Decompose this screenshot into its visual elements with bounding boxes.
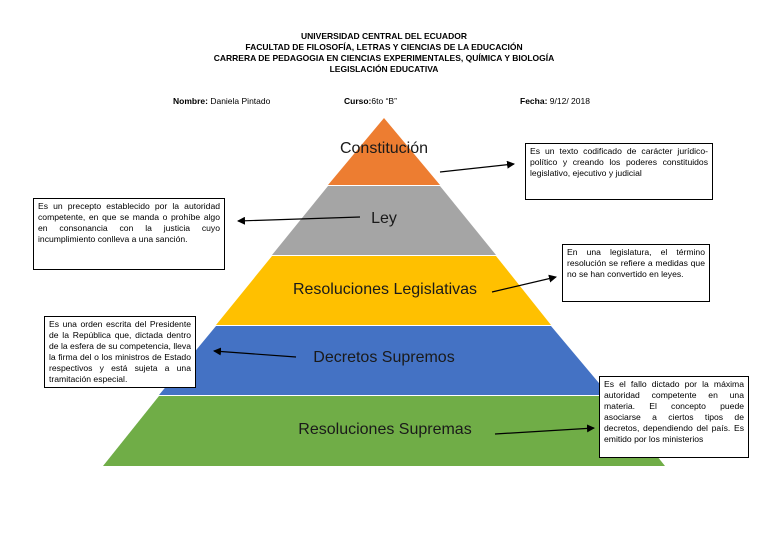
pyramid-level-resoluciones-legislativas xyxy=(216,256,551,325)
level-label-constitucion: Constitución xyxy=(339,140,429,157)
university-title: UNIVERSIDAD CENTRAL DEL ECUADOR xyxy=(301,31,467,41)
curso-label: Curso: xyxy=(344,96,372,106)
nombre-label: Nombre: xyxy=(173,96,208,106)
pyramid-level-resoluciones-supremas xyxy=(103,396,665,466)
arrow-resoluciones-supremas xyxy=(494,424,595,435)
note-resoluciones-supremas: Es el fallo dictado por la máxima autori… xyxy=(599,376,749,458)
course: Curso:6to “B” xyxy=(344,96,397,106)
fecha-label: Fecha: xyxy=(520,96,548,106)
note-constitucion: Es un texto codificado de carácter juríd… xyxy=(525,143,713,200)
subject-title: LEGISLACIÓN EDUCATIVA xyxy=(329,64,439,74)
level-label-ley: Ley xyxy=(371,210,397,227)
level-label-resoluciones-supremas: Resoluciones Supremas xyxy=(298,421,472,438)
arrow-decretos-supremos xyxy=(213,347,297,358)
student-name: Nombre: Daniela Pintado xyxy=(173,96,270,106)
nombre-value: Daniela Pintado xyxy=(210,96,271,106)
note-resoluciones-legislativas: En una legislatura, el término resolució… xyxy=(562,244,710,302)
note-decretos-supremos: Es una orden escrita del Presidente de l… xyxy=(44,316,196,388)
pyramid-level-ley xyxy=(272,186,496,255)
note-ley: Es un precepto establecido por la autori… xyxy=(33,198,225,270)
arrow-constitucion xyxy=(439,160,515,173)
pyramid-level-constitucion xyxy=(328,118,440,185)
date: Fecha: 9/12/ 2018 xyxy=(520,96,590,106)
faculty-title: FACULTAD DE FILOSOFÍA, LETRAS Y CIENCIAS… xyxy=(245,42,523,52)
career-title: CARRERA DE PEDAGOGIA EN CIENCIAS EXPERIM… xyxy=(213,53,555,63)
pyramid-level-decretos-supremos xyxy=(159,326,609,395)
arrow-resoluciones-legislativas xyxy=(491,274,557,293)
level-label-decretos-supremos: Decretos Supremos xyxy=(313,349,455,366)
fecha-value: 9/12/ 2018 xyxy=(549,96,590,106)
level-label-resoluciones-legislativas: Resoluciones Legislativas xyxy=(292,281,478,298)
arrow-ley xyxy=(237,216,361,225)
curso-value: 6to “B” xyxy=(371,96,397,106)
